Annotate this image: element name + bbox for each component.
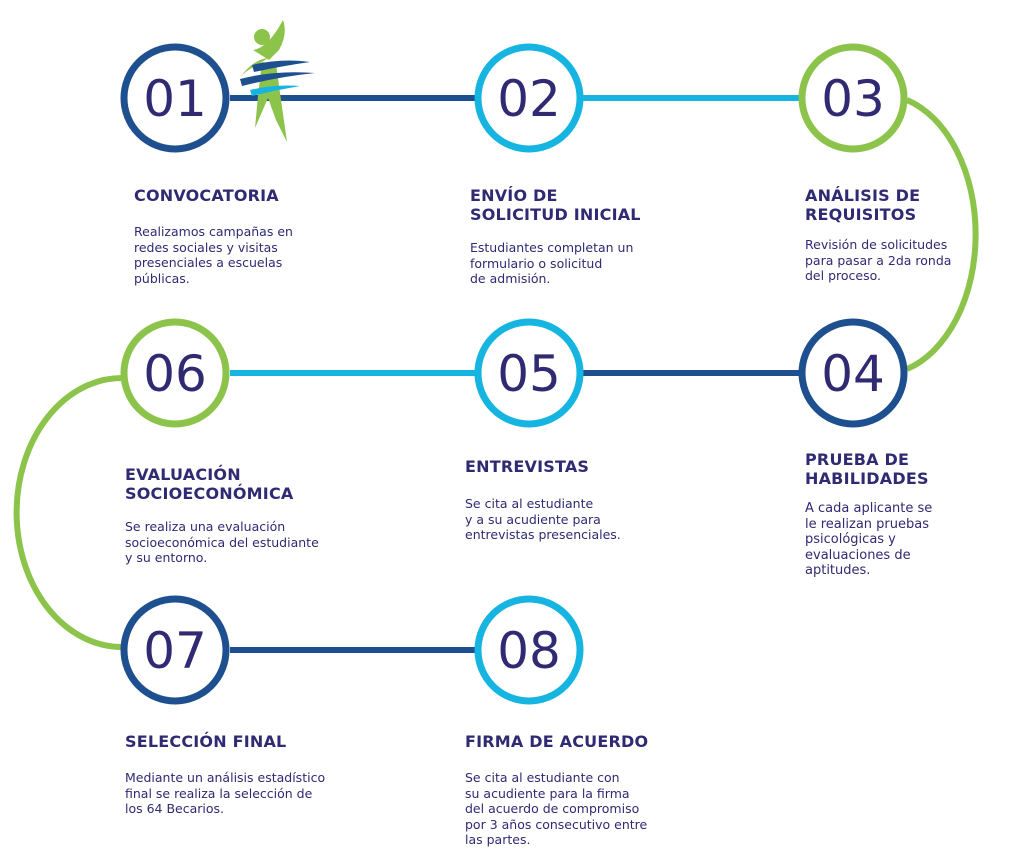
step-title: CONVOCATORIA — [134, 186, 279, 205]
step-05-marker: 05 — [474, 318, 584, 428]
step-description: Se realiza una evaluación socioeconómica… — [125, 519, 319, 565]
step-number: 03 — [821, 70, 885, 128]
step-title: ENVÍO DE SOLICITUD INICIAL — [470, 186, 641, 224]
step-03: ANÁLISIS DE REQUISITOS Revisión de solic… — [805, 186, 951, 284]
step-05: ENTREVISTAS Se cita al estudiante y a su… — [465, 457, 621, 543]
step-number: 02 — [497, 70, 561, 128]
step-02-marker: 02 — [474, 43, 584, 153]
step-number: 05 — [497, 345, 561, 403]
step-title: ANÁLISIS DE REQUISITOS — [805, 186, 921, 224]
step-description: Revisión de solicitudes para pasar a 2da… — [805, 237, 952, 283]
step-07: SELECCIÓN FINAL Mediante un análisis est… — [125, 732, 325, 817]
step-01: CONVOCATORIA Realizamos campañas en rede… — [134, 186, 293, 286]
step-title: EVALUACIÓN SOCIOECONÓMICA — [125, 465, 294, 503]
step-description: Realizamos campañas en redes sociales y … — [134, 224, 293, 286]
step-number: 07 — [143, 622, 207, 680]
step-04: PRUEBA DE HABILIDADES A cada aplicante s… — [805, 450, 932, 579]
step-title: FIRMA DE ACUERDO — [465, 732, 649, 751]
step-description: Se cita al estudiante con su acudiente p… — [465, 770, 648, 847]
step-description: Se cita al estudiante y a su acudiente p… — [465, 496, 621, 542]
step-07-marker: 07 — [120, 595, 230, 705]
step-number: 01 — [143, 70, 207, 128]
step-number: 04 — [821, 345, 885, 403]
step-08-marker: 08 — [474, 595, 584, 705]
step-02: ENVÍO DE SOLICITUD INICIAL Estudiantes c… — [470, 186, 641, 287]
step-06-marker: 06 — [120, 318, 230, 428]
step-06: EVALUACIÓN SOCIOECONÓMICA Se realiza una… — [125, 465, 319, 566]
step-03-marker: 03 — [798, 43, 908, 153]
green-person-with-blue-ribbons-logo-icon — [240, 20, 315, 142]
step-title: PRUEBA DE HABILIDADES — [805, 450, 929, 488]
step-description: Estudiantes completan un formulario o so… — [470, 240, 634, 286]
step-description: A cada aplicante se le realizan pruebas … — [805, 501, 933, 578]
step-number: 06 — [143, 345, 207, 403]
connectors — [13, 95, 979, 653]
step-04-marker: 04 — [798, 318, 908, 428]
connector-06-07 — [13, 375, 123, 650]
connector-03-04 — [905, 97, 979, 372]
step-01-marker: 01 — [120, 43, 230, 153]
step-title: ENTREVISTAS — [465, 457, 590, 476]
step-description: Mediante un análisis estadístico final s… — [125, 770, 326, 816]
step-08: FIRMA DE ACUERDO Se cita al estudiante c… — [465, 732, 648, 848]
step-number: 08 — [497, 622, 561, 680]
step-title: SELECCIÓN FINAL — [125, 732, 287, 751]
